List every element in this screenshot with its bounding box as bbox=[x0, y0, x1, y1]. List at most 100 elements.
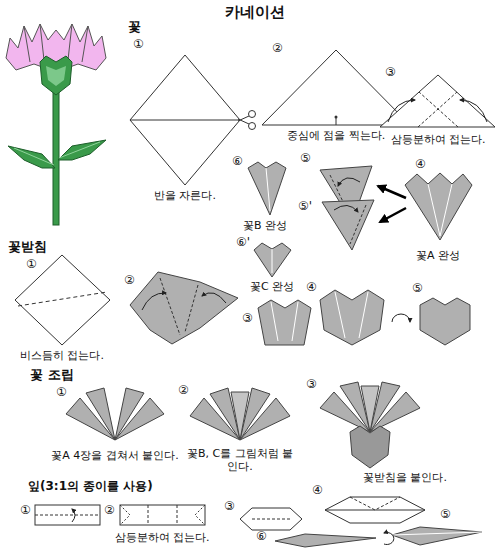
section-heading: 꽃받침 bbox=[8, 240, 47, 255]
paper-strip bbox=[120, 505, 205, 525]
turn-over-arrow bbox=[392, 314, 410, 322]
cut-line bbox=[130, 120, 240, 121]
step-number: ④ bbox=[312, 484, 323, 498]
step-number: ⑤ bbox=[412, 282, 423, 296]
step-number: ② bbox=[272, 42, 283, 56]
fold-line bbox=[252, 519, 290, 520]
step-arrow bbox=[378, 186, 406, 198]
step-caption: 비스듬히 접는다. bbox=[20, 350, 104, 363]
step-caption: 꽃받침을 붙인다. bbox=[363, 472, 447, 485]
petal-line bbox=[68, 24, 72, 60]
step-caption: 반을 자른다. bbox=[154, 190, 216, 203]
fold-arrow bbox=[142, 293, 166, 310]
fold-arrow bbox=[388, 100, 415, 122]
leaf-fold bbox=[392, 527, 482, 545]
leaf-fold bbox=[325, 497, 425, 523]
step-caption: 삼등분하여 접는다. bbox=[115, 532, 210, 545]
leaf-fold bbox=[240, 508, 302, 530]
flower-c bbox=[254, 243, 291, 277]
step-number: ⑥' bbox=[236, 236, 250, 250]
section-heading: 꽃 bbox=[128, 20, 141, 35]
flower-b bbox=[231, 392, 249, 440]
calyx-fold bbox=[130, 272, 238, 344]
fold-arrow bbox=[338, 178, 360, 186]
fold-line bbox=[359, 292, 368, 338]
scissors bbox=[249, 123, 256, 130]
step-caption: 중심에 점을 찍는다. bbox=[287, 130, 386, 143]
step-number: ⑤ bbox=[300, 152, 311, 166]
paper-triangle bbox=[262, 50, 410, 125]
flower-a bbox=[240, 398, 290, 440]
fold-line bbox=[440, 184, 452, 236]
center-mark bbox=[335, 116, 338, 119]
fold-line bbox=[35, 515, 100, 516]
step-number: ① bbox=[20, 504, 31, 518]
section-heading: 꽃 조립 bbox=[30, 368, 74, 383]
center-mark bbox=[336, 118, 337, 125]
fold-arrow bbox=[460, 100, 487, 122]
step-caption: 꽃A 4장을 겹쳐서 붙인다. bbox=[51, 450, 179, 463]
fold-line bbox=[419, 92, 458, 127]
leaf bbox=[8, 146, 55, 168]
leaf-steps bbox=[35, 497, 482, 547]
calyx bbox=[40, 56, 72, 95]
step-caption: 꽃C 완성 bbox=[250, 281, 294, 294]
calyx bbox=[420, 298, 470, 345]
step-number: ④ bbox=[415, 158, 426, 172]
scissors bbox=[238, 119, 249, 124]
fold-line bbox=[272, 249, 273, 273]
diagram-title: 카네이션 bbox=[225, 4, 285, 21]
flower-a bbox=[370, 392, 420, 432]
fold-line bbox=[350, 205, 366, 244]
step-number: ④ bbox=[306, 281, 317, 295]
step-number: ② bbox=[124, 274, 135, 288]
calyx-fold bbox=[258, 300, 311, 345]
step-caption: 꽃A 완성 bbox=[416, 250, 460, 263]
calyx-steps bbox=[15, 255, 470, 345]
step-number: ③ bbox=[385, 66, 396, 80]
paper-triangle bbox=[380, 75, 495, 127]
stem bbox=[53, 92, 59, 225]
paper-square bbox=[130, 55, 240, 185]
fold-line bbox=[418, 92, 457, 127]
fold-line bbox=[120, 505, 205, 525]
step-number: ① bbox=[133, 38, 144, 52]
step-number: ③ bbox=[224, 500, 235, 514]
carnation-illustration bbox=[6, 24, 106, 225]
leaf-vein bbox=[14, 148, 54, 165]
step-number: ⑥ bbox=[232, 155, 243, 169]
flower-b bbox=[361, 386, 379, 432]
fold-line bbox=[160, 278, 180, 335]
step-number: ① bbox=[56, 386, 67, 400]
flower-a bbox=[115, 398, 164, 440]
fold-line bbox=[392, 532, 482, 535]
fold-arrow bbox=[334, 205, 358, 212]
step-caption: 꽃B, C를 그림처럼 붙인다. bbox=[185, 448, 295, 473]
leaf bbox=[275, 534, 376, 547]
fold-line bbox=[271, 302, 278, 341]
step-caption: 삼등분하여 접는다. bbox=[391, 134, 486, 147]
fold-line bbox=[350, 497, 400, 510]
step-number: ⑥ bbox=[256, 530, 267, 544]
calyx bbox=[350, 426, 390, 468]
calyx-band bbox=[46, 66, 66, 86]
step-number: ③ bbox=[242, 312, 253, 326]
fold-line bbox=[335, 292, 345, 338]
turn-over-arrow bbox=[384, 533, 394, 545]
flower-steps bbox=[130, 50, 495, 277]
step-caption: 꽃B 완성 bbox=[243, 220, 287, 233]
step-number: ③ bbox=[306, 378, 317, 392]
scissors bbox=[249, 111, 256, 118]
petal-line bbox=[24, 26, 30, 62]
paper-strip bbox=[35, 505, 100, 525]
fold-line bbox=[428, 184, 440, 236]
step-number: ② bbox=[104, 504, 115, 518]
step-number: ① bbox=[26, 258, 37, 272]
step-number: ⑤' bbox=[298, 200, 312, 214]
flower-fold bbox=[322, 200, 374, 250]
fold-line bbox=[292, 302, 298, 341]
fold-arrow bbox=[72, 509, 75, 522]
leaf-vein bbox=[59, 142, 100, 158]
